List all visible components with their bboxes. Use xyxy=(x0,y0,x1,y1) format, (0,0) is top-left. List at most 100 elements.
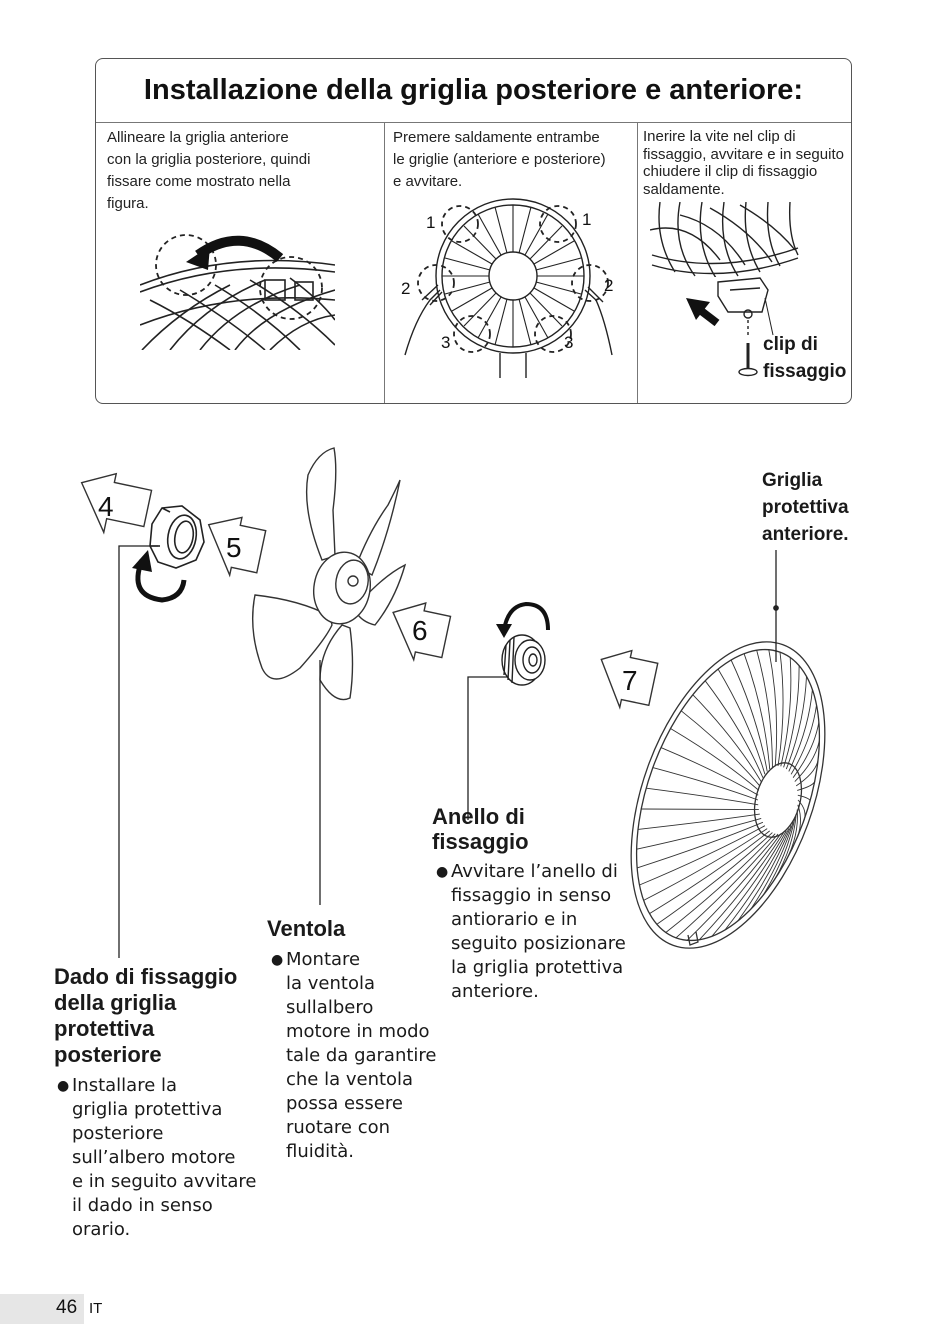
bullet-icon: ● xyxy=(271,952,284,968)
text-line: e in seguito avvitare xyxy=(72,1171,257,1192)
page-number: 46 xyxy=(56,1297,78,1318)
nut-instructions: ● Installare la griglia protettiva poste… xyxy=(57,1074,257,1242)
curved-arrow-icon xyxy=(186,235,284,270)
grille-spoke xyxy=(750,822,794,910)
grille-spoke xyxy=(660,747,759,796)
text-line: le griglie (anteriore e posteriore) xyxy=(393,151,606,168)
ring-instructions: ● Avvitare l’anello di fissaggio in sens… xyxy=(436,860,626,1004)
clip-label: clip di fissaggio xyxy=(763,331,846,385)
grille-spoke xyxy=(794,804,801,843)
grille-spoke xyxy=(656,832,773,925)
step-2-callouts xyxy=(417,205,609,353)
step-number: 7 xyxy=(622,665,638,696)
text-line: griglia protettiva xyxy=(72,1099,223,1120)
grille-spoke xyxy=(643,828,768,901)
text-line: posteriore xyxy=(72,1123,164,1144)
front-grille-icon xyxy=(630,641,826,949)
text-line: Allineare la griglia anteriore xyxy=(107,129,289,146)
text-line: che la ventola xyxy=(286,1069,414,1090)
page-language: IT xyxy=(89,1300,103,1317)
text-line: chiudere il clip di fissaggio xyxy=(643,163,818,180)
grille-spoke xyxy=(646,787,759,806)
step-arrow-6: 6 xyxy=(392,602,452,663)
text-line: sull’albero motore xyxy=(72,1147,236,1168)
title-line: Dado di fissaggio xyxy=(54,964,238,989)
grille-spoke xyxy=(768,649,778,767)
grille-spoke xyxy=(675,833,779,939)
grille-spoke xyxy=(730,659,768,772)
title-line: posteriore xyxy=(54,1042,162,1067)
grille-spoke xyxy=(670,728,760,791)
step-2-illustration xyxy=(404,198,613,378)
title-line: della griglia xyxy=(54,990,177,1015)
grille-spoke xyxy=(780,657,792,767)
grille-spoke xyxy=(711,830,787,937)
grille-spoke xyxy=(698,832,784,941)
text-line: motore in modo xyxy=(286,1021,430,1042)
grille-spoke xyxy=(743,653,771,770)
fan-instructions: ● Montare la ventola sullalbero motore i… xyxy=(271,948,437,1164)
text-line: Inerire la vite nel clip di xyxy=(643,128,796,145)
grille-spoke xyxy=(737,825,792,922)
text-line: Premere saldamente entrambe xyxy=(393,129,600,146)
text-line: ruotare con xyxy=(286,1117,391,1138)
bullet-icon: ● xyxy=(57,1078,70,1094)
text-line: la ventola xyxy=(286,973,375,994)
step-number: 6 xyxy=(412,615,428,646)
grille-spoke xyxy=(777,652,784,767)
push-arrow-icon xyxy=(686,298,720,327)
box-title: Installazione della griglia posteriore e… xyxy=(96,59,851,123)
step-1-text: Allineare la griglia anteriore con la gr… xyxy=(107,127,310,215)
grille-spoke xyxy=(797,780,816,791)
callout-number: 2 xyxy=(401,279,410,298)
grille-spoke xyxy=(797,794,811,803)
text-line: saldamente. xyxy=(643,180,725,198)
grille-spoke xyxy=(692,694,762,782)
column-divider xyxy=(384,123,385,403)
text-line: il dado in senso xyxy=(72,1195,213,1216)
grille-spoke xyxy=(794,740,820,782)
text-line: seguito posizionare xyxy=(451,933,626,954)
title-line: fissaggio xyxy=(432,829,529,854)
step-number: 4 xyxy=(98,491,114,522)
step-arrow-4: 4 xyxy=(80,472,153,535)
step-2-numbers: 1 1 2 2 3 3 xyxy=(401,210,613,352)
text-line: fissare come mostrato nella xyxy=(107,173,291,190)
footer-bar xyxy=(0,1294,84,1324)
text-line: fissaggio in senso xyxy=(451,885,612,906)
callout-number: 2 xyxy=(604,276,613,295)
grille-spoke xyxy=(641,808,759,811)
grille-spoke xyxy=(680,710,761,787)
step-1-callouts xyxy=(155,234,323,320)
callout-number: 1 xyxy=(426,213,435,232)
callout-number: 3 xyxy=(564,333,573,352)
grille-spoke xyxy=(785,676,807,770)
title-line: Anello di xyxy=(432,804,525,829)
text-line: la griglia protettiva xyxy=(451,957,624,978)
text-line: possa essere xyxy=(286,1093,403,1114)
grille-spoke xyxy=(649,830,770,914)
grille-spoke xyxy=(762,818,796,896)
grille-spoke xyxy=(665,833,776,933)
grille-spoke xyxy=(774,814,797,880)
text-line: antiorario e in xyxy=(451,909,578,930)
text-line: Avvitare l’anello di xyxy=(451,861,618,882)
grille-spoke xyxy=(652,767,759,801)
grille-spoke xyxy=(639,825,766,886)
leader-lines xyxy=(118,545,779,958)
text-line: e avvitare. xyxy=(393,173,463,190)
grille-spoke xyxy=(704,680,764,778)
grille-spoke xyxy=(795,760,819,787)
rotate-clockwise-icon xyxy=(132,550,187,603)
callout-number: 3 xyxy=(441,333,450,352)
nut-title: Dado di fissaggio della griglia protetti… xyxy=(54,964,237,1068)
step-1-illustration xyxy=(140,259,335,350)
text-line: tale da garantire xyxy=(286,1045,437,1066)
grille-spoke xyxy=(686,833,782,941)
front-grille-label: Griglia protettiva anteriore. xyxy=(762,467,849,548)
grille-spoke xyxy=(717,668,766,775)
grille-spoke xyxy=(792,722,820,778)
fixing-ring-icon xyxy=(501,634,546,686)
bullet-icon: ● xyxy=(436,864,449,880)
